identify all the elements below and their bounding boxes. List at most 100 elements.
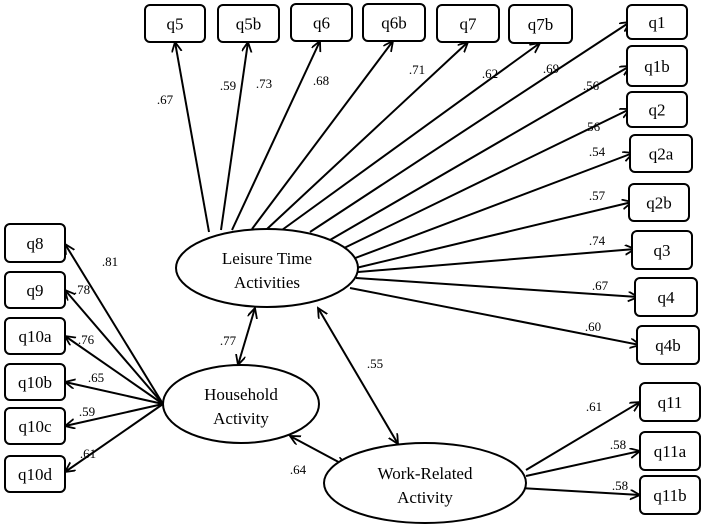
latent-label-leisure-line2: Activities xyxy=(234,273,300,292)
loading-value-q5b: .59 xyxy=(220,78,236,93)
loading-arrow-q6 xyxy=(231,41,320,231)
indicator-q4: q4 xyxy=(634,277,698,317)
loading-value-q1: .69 xyxy=(543,61,559,76)
loading-arrow-q10c xyxy=(65,403,164,426)
correlation-value-household_work: .64 xyxy=(290,462,307,477)
indicator-q1b: q1b xyxy=(626,45,688,87)
indicator-label-q6: q6 xyxy=(313,14,330,33)
indicator-label-q5: q5 xyxy=(167,15,184,34)
latent-label-household-line2: Activity xyxy=(213,409,269,428)
indicator-label-q3: q3 xyxy=(654,241,671,260)
loading-value-q3: .74 xyxy=(589,233,606,248)
loading-arrow-q10d xyxy=(65,403,164,472)
indicator-label-q1: q1 xyxy=(649,13,666,32)
indicator-label-q10d: q10d xyxy=(18,465,53,484)
indicator-label-q7b: q7b xyxy=(528,15,554,34)
indicator-q7b: q7b xyxy=(508,4,573,44)
indicator-label-q11b: q11b xyxy=(653,486,686,505)
indicator-q7: q7 xyxy=(436,4,500,43)
indicator-q2: q2 xyxy=(626,91,688,128)
indicator-label-q2: q2 xyxy=(649,101,666,120)
loading-value-q2: .56 xyxy=(584,119,601,134)
indicator-q1: q1 xyxy=(626,4,688,40)
indicator-q6: q6 xyxy=(290,3,353,42)
loading-arrow-q5b xyxy=(220,42,248,231)
loading-arrow-q10b xyxy=(65,382,164,405)
indicator-label-q7: q7 xyxy=(460,15,478,34)
loading-value-q4b: .60 xyxy=(585,319,601,334)
loading-arrow-q2 xyxy=(339,109,630,251)
loading-value-q6b: .68 xyxy=(313,73,329,88)
indicator-label-q11a: q11a xyxy=(654,442,687,461)
loading-arrow-q3 xyxy=(357,249,635,273)
loading-value-q5: .67 xyxy=(157,92,174,107)
latent-label-work-line1: Work-Related xyxy=(378,464,473,483)
loading-arrow-q4 xyxy=(355,277,638,297)
indicator-q10d: q10d xyxy=(4,455,66,493)
indicator-label-q2a: q2a xyxy=(649,145,674,164)
loading-value-q1b: .56 xyxy=(583,78,600,93)
indicator-q10a: q10a xyxy=(4,317,66,355)
loading-value-q11b: .58 xyxy=(612,478,628,493)
indicator-label-q11: q11 xyxy=(658,393,683,412)
loading-value-q8: .81 xyxy=(102,254,118,269)
loading-arrow-q1b xyxy=(329,66,630,241)
indicator-label-q10b: q10b xyxy=(18,373,52,392)
loading-arrow-q8 xyxy=(65,244,164,405)
latent-label-work-line2: Activity xyxy=(397,488,453,507)
latent-label-household-line1: Household xyxy=(204,385,278,404)
loading-value-q11: .61 xyxy=(586,399,602,414)
loading-arrow-q2b xyxy=(355,202,632,269)
loading-arrow-q5 xyxy=(175,42,210,233)
loading-value-q9: .78 xyxy=(74,282,90,297)
indicator-label-q2b: q2b xyxy=(646,194,672,213)
loading-arrow-q11 xyxy=(525,402,640,471)
loading-arrow-q7b xyxy=(281,43,540,231)
indicator-q2a: q2a xyxy=(629,134,693,173)
loading-value-q4: .67 xyxy=(592,278,609,293)
indicator-q6b: q6b xyxy=(362,3,426,42)
indicator-q11a: q11a xyxy=(639,431,701,471)
loading-value-q7b: .62 xyxy=(482,66,498,81)
indicator-q10b: q10b xyxy=(4,363,66,401)
loading-value-q10c: .59 xyxy=(79,404,95,419)
loading-value-q10a: .76 xyxy=(78,332,95,347)
indicator-label-q10c: q10c xyxy=(18,417,52,436)
indicator-label-q8: q8 xyxy=(27,234,44,253)
indicator-q2b: q2b xyxy=(628,183,690,222)
indicator-label-q9: q9 xyxy=(27,281,44,300)
loading-arrow-q4b xyxy=(349,287,640,345)
correlation-arrow-household_work xyxy=(290,436,346,466)
loading-arrow-q11a xyxy=(525,451,640,477)
loading-arrow-q2a xyxy=(349,153,633,261)
indicator-q11: q11 xyxy=(639,382,701,422)
loading-arrow-q11b xyxy=(519,487,640,495)
correlation-value-leisure_household: .77 xyxy=(220,333,237,348)
indicator-label-q1b: q1b xyxy=(644,57,670,76)
indicator-q9: q9 xyxy=(4,271,66,309)
correlation-arrow-leisure_work xyxy=(318,308,398,444)
indicator-q4b: q4b xyxy=(636,325,700,365)
indicator-label-q5b: q5b xyxy=(236,15,262,34)
indicator-label-q4b: q4b xyxy=(655,336,681,355)
indicator-q5: q5 xyxy=(144,4,206,43)
loading-arrow-q10a xyxy=(65,336,164,405)
loading-value-q11a: .58 xyxy=(610,437,626,452)
loading-arrow-q9 xyxy=(65,290,164,405)
indicator-label-q10a: q10a xyxy=(18,327,52,346)
indicator-q3: q3 xyxy=(631,230,693,270)
loading-arrow-q7 xyxy=(266,42,468,230)
correlation-arrow-leisure_household xyxy=(238,308,255,365)
indicator-q10c: q10c xyxy=(4,407,66,445)
indicator-q5b: q5b xyxy=(217,4,280,43)
loading-value-q6: .73 xyxy=(256,76,272,91)
indicator-q8: q8 xyxy=(4,223,66,263)
indicator-label-q6b: q6b xyxy=(381,14,407,33)
latent-label-leisure-line1: Leisure Time xyxy=(222,249,312,268)
indicator-q11b: q11b xyxy=(639,475,701,515)
loading-value-q7: .71 xyxy=(409,62,425,77)
